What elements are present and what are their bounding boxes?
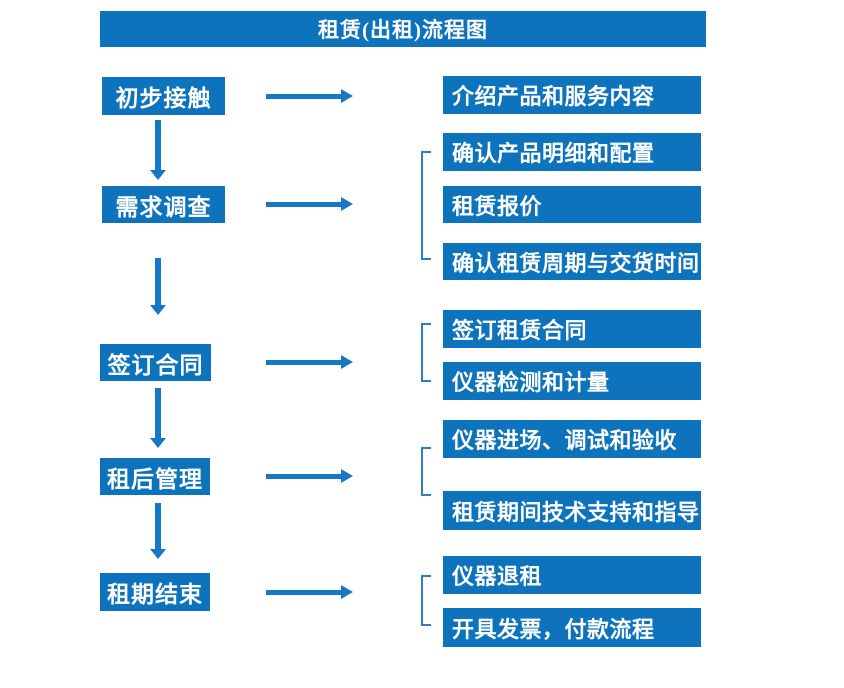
detail-label: 签订租赁合同 [452,318,588,343]
arrow-head [150,438,166,448]
detail-label: 确认产品明细和配置 [452,141,655,166]
detail-label: 租赁报价 [452,193,543,219]
detail-label: 租赁期间技术支持和指导 [452,499,700,525]
arrow-shaft [155,503,161,549]
arrow-shaft [155,258,161,305]
arrow-shaft [266,589,341,595]
detail-box-instrument-entry-acceptance: 仪器进场、调试和验收 [443,420,701,458]
detail-box-rental-quote: 租赁报价 [443,186,701,223]
right-arrow-icon [266,469,353,483]
right-arrow-icon [266,197,353,211]
detail-label: 介绍产品和服务内容 [452,84,655,109]
down-arrow-icon [150,388,166,448]
step-label: 签订合同 [107,352,204,378]
arrow-head [150,170,166,180]
down-arrow-icon [150,503,166,559]
group-bracket-sign-contract [421,323,431,382]
step-label: 初步接触 [115,86,212,111]
right-arrow-icon [266,585,353,599]
down-arrow-icon [150,120,166,180]
detail-box-confirm-product-config: 确认产品明细和配置 [443,133,701,171]
arrow-shaft [266,473,341,479]
arrow-shaft [155,388,161,438]
step-label: 租后管理 [107,466,203,492]
step-label: 需求调查 [115,194,212,220]
step-box-post-rental-management: 租后管理 [100,458,210,495]
arrow-shaft [266,359,341,365]
arrow-head [341,355,353,369]
arrow-head [150,549,166,559]
group-bracket-rental-end [421,575,431,626]
detail-label: 确认租赁周期与交货时间 [452,250,700,276]
arrow-head [341,89,353,103]
detail-label: 仪器检测和计量 [452,370,610,395]
detail-box-confirm-period-delivery: 确认租赁周期与交货时间 [443,243,701,280]
detail-box-introduce-products: 介绍产品和服务内容 [443,76,701,114]
detail-label: 仪器退租 [452,564,543,589]
arrow-shaft [155,120,161,170]
step-box-sign-contract: 签订合同 [100,344,211,381]
step-box-demand-survey: 需求调查 [102,186,225,223]
right-arrow-icon [266,355,353,369]
diagram-title: 租赁(出租)流程图 [318,18,488,42]
arrow-shaft [266,201,341,207]
diagram-title-bar: 租赁(出租)流程图 [100,11,706,47]
detail-box-tech-support: 租赁期间技术支持和指导 [443,491,701,530]
step-label: 租期结束 [107,582,203,607]
step-box-rental-end: 租期结束 [100,573,210,611]
arrow-head [341,197,353,211]
arrow-shaft [266,93,341,99]
right-arrow-icon [266,89,353,103]
arrow-head [341,469,353,483]
arrow-head [150,305,166,315]
down-arrow-icon [150,258,166,315]
group-bracket-demand-survey [421,151,431,260]
arrow-head [341,585,353,599]
detail-box-invoice-payment: 开具发票，付款流程 [443,608,701,647]
group-bracket-post-rental [421,447,431,496]
detail-box-instrument-return: 仪器退租 [443,556,701,594]
detail-box-instrument-testing: 仪器检测和计量 [443,362,701,400]
detail-box-sign-rental-contract: 签订租赁合同 [443,310,701,348]
step-box-initial-contact: 初步接触 [102,77,225,115]
detail-label: 仪器进场、调试和验收 [452,428,678,453]
detail-label: 开具发票，付款流程 [452,616,655,642]
